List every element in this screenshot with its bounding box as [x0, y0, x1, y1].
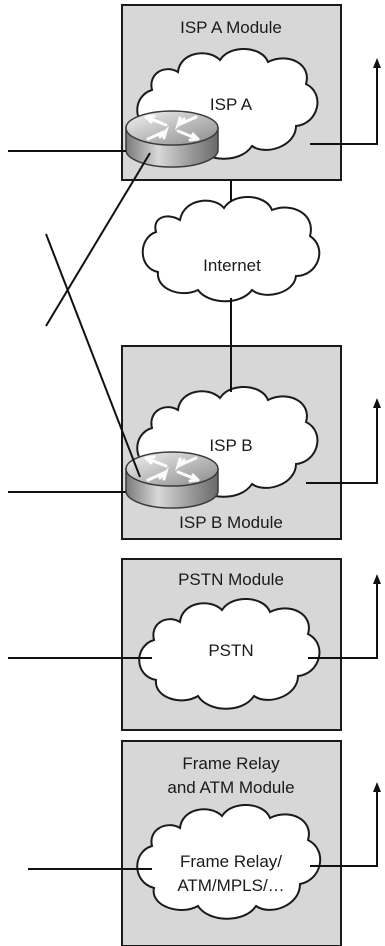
internet-cloud-group: Internet — [141, 195, 321, 303]
arrow-up-icon — [373, 782, 381, 792]
cloud-icon — [136, 803, 322, 920]
frame-relay-atm-module: Frame Relay and ATM Module Frame Relay/ … — [121, 740, 342, 946]
frame-relay-cloud-line2: ATM/MPLS/… — [177, 876, 284, 895]
internet-cloud-label: Internet — [203, 256, 261, 275]
pstn-module: PSTN Module PSTN — [121, 558, 342, 731]
isp-b-cloud-label: ISP B — [209, 436, 252, 455]
frame-relay-title-line1: Frame Relay — [182, 754, 280, 773]
frame-relay-title-line2: and ATM Module — [167, 778, 294, 797]
frame-relay-output-link — [310, 788, 378, 867]
arrow-up-icon — [373, 58, 381, 68]
isp-b-output-link — [306, 404, 378, 484]
cloud-icon — [138, 597, 321, 710]
isp-a-output-link — [310, 64, 378, 145]
pstn-module-title: PSTN Module — [178, 570, 284, 589]
isp-b-module-title: ISP B Module — [179, 513, 283, 532]
arrow-up-icon — [373, 574, 381, 584]
connection-lines — [8, 58, 381, 870]
router-icon — [124, 109, 220, 169]
router-icon — [124, 450, 220, 510]
cloud-icon — [141, 195, 321, 303]
arrow-up-icon — [373, 398, 381, 408]
isp-b-module: ISP B ISP B Module — [121, 345, 342, 540]
pstn-output-link — [308, 580, 378, 659]
isp-a-module-title: ISP A Module — [180, 18, 282, 37]
isp-a-module: ISP A Module ISP A — [121, 4, 342, 181]
isp-a-router-cross-link — [45, 152, 151, 327]
frame-relay-cloud-line1: Frame Relay/ — [180, 852, 282, 871]
isp-b-router-cross-link — [45, 233, 141, 478]
isp-a-cloud-label: ISP A — [210, 95, 253, 114]
pstn-cloud-label: PSTN — [208, 641, 253, 660]
